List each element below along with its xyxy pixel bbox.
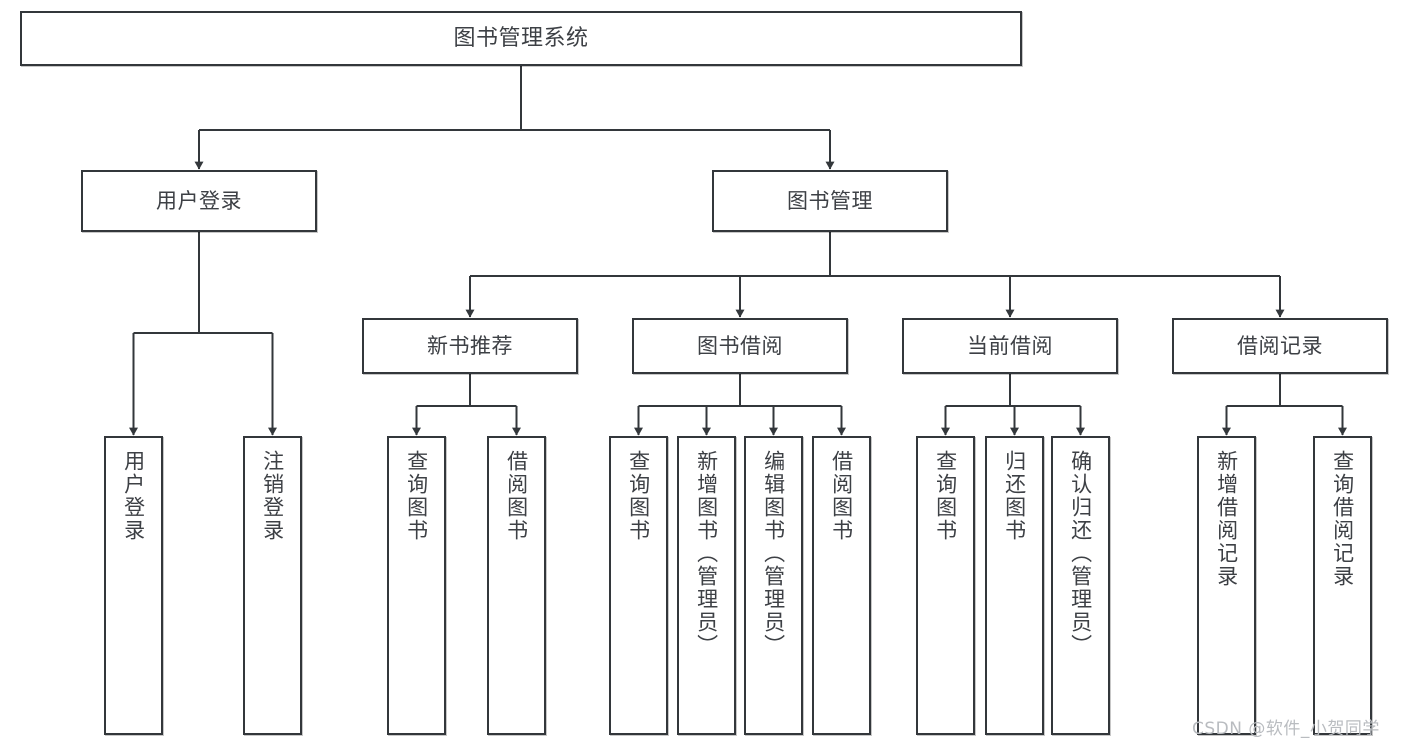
node-label: 注销登录	[260, 450, 285, 542]
node-bookmgmt[interactable]: 图书管理	[712, 170, 948, 232]
node-login[interactable]: 用户登录	[81, 170, 317, 232]
node-borrow[interactable]: 图书借阅	[632, 318, 848, 374]
node-label: 编辑图书（管理员）	[761, 450, 786, 657]
node-label: 借阅图书	[829, 450, 854, 542]
node-records[interactable]: 借阅记录	[1172, 318, 1388, 374]
node-leaf-rec-query[interactable]: 查询借阅记录	[1313, 436, 1372, 735]
node-leaf-login-out[interactable]: 注销登录	[243, 436, 302, 735]
node-label: 查询图书	[626, 450, 651, 542]
node-label: 查询图书	[404, 450, 429, 542]
node-label: 借阅记录	[1237, 333, 1323, 358]
node-label: 图书管理系统	[453, 25, 589, 51]
node-current[interactable]: 当前借阅	[902, 318, 1118, 374]
node-label: 用户登录	[156, 188, 242, 213]
node-leaf-new-borrow[interactable]: 借阅图书	[487, 436, 546, 735]
node-label: 当前借阅	[967, 333, 1053, 358]
node-label: 归还图书	[1002, 450, 1027, 542]
watermark-text: CSDN @软件_小贺同学	[1192, 719, 1380, 739]
node-leaf-rec-add[interactable]: 新增借阅记录	[1197, 436, 1256, 735]
node-label: 新书推荐	[427, 333, 513, 358]
node-label: 查询图书	[933, 450, 958, 542]
node-leaf-br-borrow[interactable]: 借阅图书	[812, 436, 871, 735]
node-leaf-br-add[interactable]: 新增图书（管理员）	[677, 436, 736, 735]
node-label: 新增图书（管理员）	[694, 450, 719, 657]
node-label: 图书借阅	[697, 333, 783, 358]
node-label: 用户登录	[121, 450, 146, 542]
node-label: 图书管理	[787, 188, 873, 213]
node-leaf-cur-return[interactable]: 归还图书	[985, 436, 1044, 735]
node-newbook[interactable]: 新书推荐	[362, 318, 578, 374]
node-label: 确认归还（管理员）	[1068, 450, 1093, 657]
node-label: 查询借阅记录	[1330, 450, 1355, 588]
node-leaf-cur-confirm[interactable]: 确认归还（管理员）	[1051, 436, 1110, 735]
node-leaf-br-query[interactable]: 查询图书	[609, 436, 668, 735]
node-leaf-br-edit[interactable]: 编辑图书（管理员）	[744, 436, 803, 735]
node-label: 新增借阅记录	[1214, 450, 1239, 588]
node-root[interactable]: 图书管理系统	[20, 11, 1022, 66]
edges	[129, 66, 1347, 436]
node-label: 借阅图书	[504, 450, 529, 542]
node-leaf-cur-query[interactable]: 查询图书	[916, 436, 975, 735]
node-leaf-login-in[interactable]: 用户登录	[104, 436, 163, 735]
node-leaf-new-query[interactable]: 查询图书	[387, 436, 446, 735]
